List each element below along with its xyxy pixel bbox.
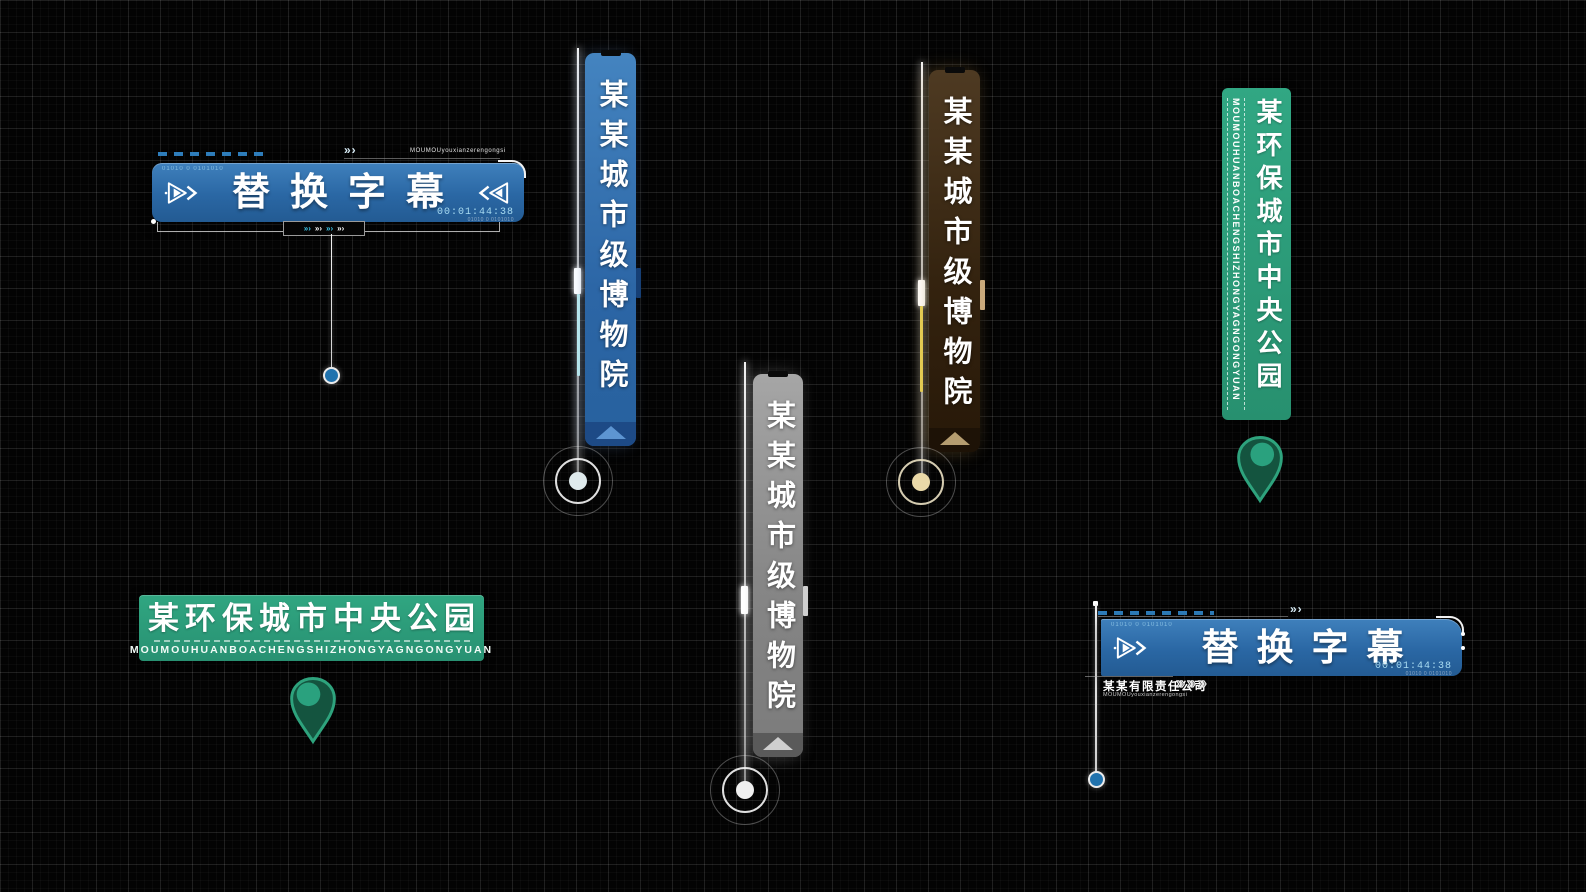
chevron-decoration: »› (1290, 602, 1303, 616)
subtitle-banner[interactable]: 01010 0 0101010 替换字幕 00:01:44:38 01010 0… (1101, 616, 1465, 677)
line-accent-segment (577, 294, 580, 376)
pin-inner-circle (1250, 442, 1275, 467)
chevron-glyph: »› (314, 223, 322, 233)
target-dot (569, 472, 587, 490)
binary-decoration-text: 01010 0 0101010 (1111, 622, 1173, 628)
leader-line (1095, 604, 1097, 772)
chevron-bar: »› »› »› »› (283, 221, 365, 236)
banner-title-container: 某环保城市中央公园 (1245, 88, 1291, 420)
side-tab-decoration (803, 586, 808, 616)
banner-title-vertical: 某某城市级博物院 (595, 79, 627, 399)
target-dot (736, 781, 754, 799)
timecode: 00:01:44:38 (1374, 661, 1452, 672)
line-highlight-segment (574, 268, 581, 294)
company-name-pinyin: MOUMOUyouxianzerengongsi (1103, 692, 1188, 698)
rewind-icon (478, 181, 509, 204)
target-ring (722, 767, 768, 813)
leader-line (330, 234, 332, 367)
top-cap-decoration (768, 371, 788, 377)
line-highlight-segment (917, 280, 925, 306)
target-ring (555, 458, 601, 504)
fine-print-decoration: 01010 0 0101010 (467, 217, 514, 223)
banner-title-vertical: 某某城市级博物院 (762, 400, 795, 720)
chevron-decoration: »› (344, 143, 357, 157)
corner-frame-decoration (1436, 616, 1464, 634)
dashed-line-decoration (1098, 611, 1214, 615)
map-pin-icon[interactable] (1233, 434, 1287, 504)
chevron-arrows-decoration: »»» (1175, 675, 1209, 692)
fast-forward-icon (1113, 636, 1147, 659)
chevron-glyph: »› (303, 223, 311, 233)
banner-title-vertical: 某环保城市中央公园 (1253, 98, 1283, 395)
binary-decoration-text: 01010 0 0101010 (162, 166, 224, 172)
map-pin-icon[interactable] (286, 672, 340, 748)
line-accent-segment (920, 306, 923, 392)
line-highlight-segment (741, 586, 748, 614)
leader-line (920, 62, 923, 486)
banner-title-vertical: 某某城市级博物院 (939, 96, 971, 416)
corner-dot-decoration (151, 219, 156, 224)
side-tab-decoration (980, 280, 985, 310)
target-outer-ring (886, 447, 956, 517)
target-dot (912, 473, 930, 491)
leader-line (744, 362, 746, 786)
banner-title: 替换字幕 (1201, 627, 1422, 668)
line-start-dot (1093, 601, 1098, 606)
chevron-up-icon (595, 426, 626, 439)
chevron-up-icon (763, 737, 793, 750)
tiny-caption-text: MOUMOUyouxianzerengongsi (410, 148, 506, 154)
museum-banner-blue[interactable]: 某某城市级博物院 (585, 50, 641, 446)
subtitle-banner[interactable]: 01010 0 0101010 替换字幕 00:01:44:38 01010 0… (151, 160, 526, 224)
banner-title: 某环保城市中央公园 (148, 601, 481, 636)
side-tab-decoration (636, 268, 641, 298)
top-cap-decoration (944, 67, 965, 73)
banner-title: 替换字幕 (231, 171, 464, 214)
edge-dot-decoration (1461, 632, 1465, 636)
anchor-point[interactable] (1087, 770, 1105, 788)
leader-line (577, 48, 579, 474)
divider-line (1085, 676, 1173, 677)
company-name: 某某有限责任公司 (1103, 681, 1207, 693)
target-ring (898, 459, 944, 505)
target-outer-ring (710, 755, 780, 825)
banner-subtitle-vertical: MOUMOUHUANBOACHENGSHIZHONGYAGNGONGYUAN (1227, 98, 1245, 410)
fine-print-decoration: 01010 0 0101010 (1405, 671, 1452, 677)
chevron-up-icon (939, 432, 970, 445)
timecode: 00:01:44:38 (436, 207, 514, 218)
fast-forward-icon (164, 181, 198, 204)
dashed-line-decoration (158, 152, 268, 156)
park-banner-vertical[interactable]: MOUMOUHUANBOACHENGSHIZHONGYAGNGONGYUAN 某… (1222, 88, 1291, 420)
edge-dot-decoration (1461, 646, 1465, 650)
divider-line (344, 158, 500, 159)
target-outer-ring (543, 446, 613, 516)
park-banner-horizontal[interactable]: 某环保城市中央公园 MOUMOUHUANBOACHENGSHIZHONGYAGN… (130, 595, 491, 661)
museum-banner-gray[interactable]: 某某城市级博物院 (753, 371, 808, 757)
pin-inner-circle (296, 682, 321, 707)
dashed-divider (153, 640, 470, 643)
divider-line (1098, 616, 1288, 617)
museum-banner-brown[interactable]: 某某城市级博物院 (929, 67, 985, 452)
chevron-glyph: »› (337, 223, 345, 233)
top-cap-decoration (600, 50, 621, 56)
anchor-point[interactable] (322, 366, 340, 384)
chevron-glyph: »› (326, 223, 334, 233)
corner-frame-decoration (498, 160, 526, 178)
banner-subtitle: MOUMOUHUANBOACHENGSHIZHONGYAGNGONGYUAN (129, 644, 494, 657)
